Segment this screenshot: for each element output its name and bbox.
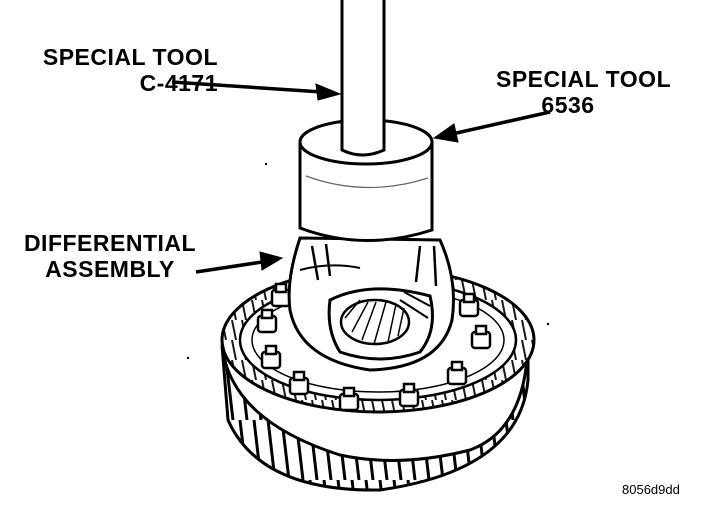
arrow-differential: [195, 251, 284, 274]
ring-gear-bolts: [256, 282, 492, 412]
bolt: [288, 370, 310, 396]
label-line: DIFFERENTIAL: [23, 230, 197, 256]
figure-code: 8056d9dd: [622, 482, 680, 497]
bolt: [470, 324, 492, 350]
bolt: [260, 344, 282, 370]
bolt: [458, 292, 480, 318]
bolt: [338, 386, 360, 412]
differential-case: [287, 236, 455, 372]
arrow-6536: [432, 110, 551, 143]
label-line: SPECIAL TOOL: [496, 66, 672, 92]
label-special-tool-6536: SPECIAL TOOL 6536: [496, 66, 672, 118]
label-line: 6536: [541, 92, 595, 118]
special-tool-c4171: [340, 0, 386, 157]
bolt: [256, 308, 278, 334]
leader-arrows: [171, 80, 551, 274]
label-line: C-4171: [139, 70, 218, 96]
label-line: ASSEMBLY: [45, 256, 175, 282]
bolt: [270, 282, 292, 308]
label-special-tool-c4171: SPECIAL TOOL C-4171: [12, 44, 218, 96]
bolt: [446, 360, 468, 386]
side-gear: [339, 291, 431, 346]
label-differential-assembly: DIFFERENTIAL ASSEMBLY: [10, 230, 210, 282]
arrow-c4171: [171, 80, 342, 101]
bolt: [398, 382, 420, 408]
label-line: SPECIAL TOOL: [42, 44, 218, 70]
